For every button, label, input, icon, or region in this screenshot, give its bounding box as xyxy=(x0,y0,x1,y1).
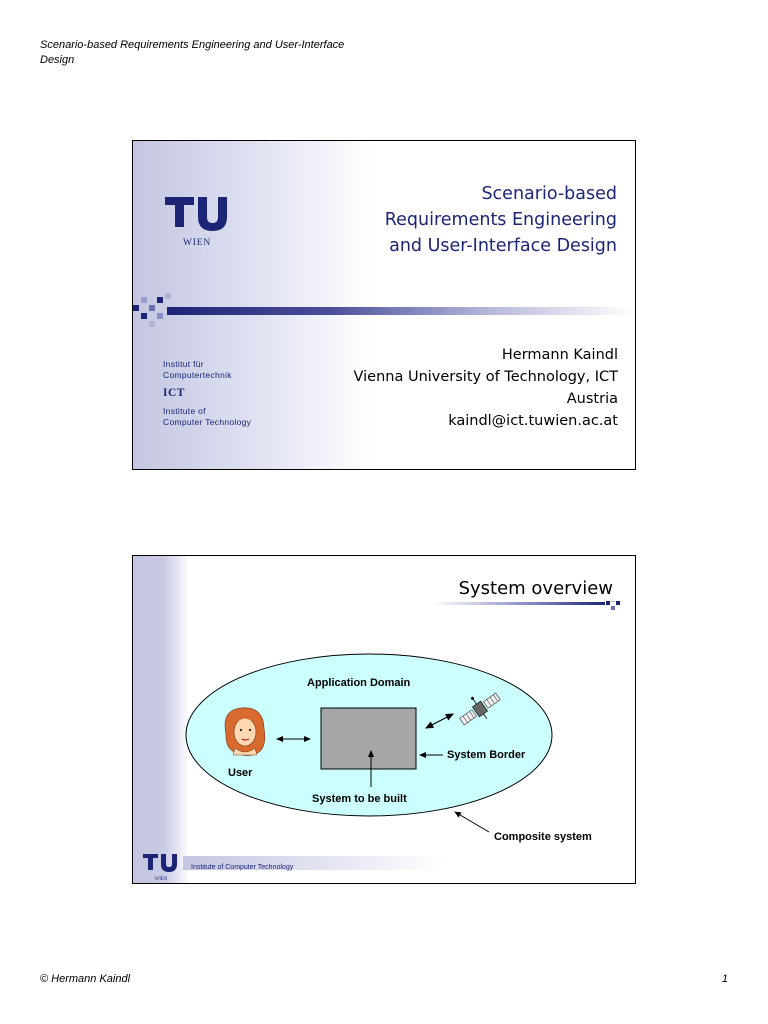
institute-block: Institut für Computertechnik ICT Institu… xyxy=(163,359,313,428)
author-block: Hermann Kaindl Vienna University of Tech… xyxy=(298,344,618,432)
application-domain-label: Application Domain xyxy=(307,677,411,689)
system-to-be-built-label: System to be built xyxy=(312,793,407,805)
pixel-squares-decoration xyxy=(133,293,635,327)
system-box xyxy=(320,707,417,770)
author-affiliation: Vienna University of Technology, ICT xyxy=(353,369,618,385)
footer-institute-text: Institute of Computer Technology xyxy=(191,864,294,871)
footer-bar xyxy=(183,856,443,870)
woman-face-icon xyxy=(224,707,266,756)
composite-system-arrow xyxy=(454,811,490,833)
svg-text:WIEN: WIEN xyxy=(183,238,211,248)
author-country: Austria xyxy=(566,391,618,407)
author-name: Hermann Kaindl xyxy=(501,347,618,363)
satellite-icon xyxy=(459,692,501,726)
author-email: kaindl@ict.tuwien.ac.at xyxy=(448,413,618,429)
title-line: and User-Interface Design xyxy=(389,236,617,256)
title-underline-decoration xyxy=(433,601,620,610)
institute-line: Institute of xyxy=(163,406,206,416)
svg-text:WIEN: WIEN xyxy=(154,877,167,882)
title-line: Requirements Engineering xyxy=(384,210,617,230)
slide-title-text: System overview xyxy=(458,578,613,599)
page-footer-copyright: © Hermann Kaindl xyxy=(40,973,131,985)
title-line: Scenario-based xyxy=(481,184,617,204)
satellite-system-arrow xyxy=(424,713,455,729)
composite-system-label: Composite system xyxy=(494,831,592,843)
system-border-label: System Border xyxy=(447,749,526,761)
tu-wien-logo: WIEN xyxy=(143,854,177,882)
page-number: 1 xyxy=(721,973,728,985)
institute-abbr: ICT xyxy=(163,387,185,399)
institute-line: Computer Technology xyxy=(163,417,252,427)
institute-line: Computertechnik xyxy=(163,370,232,380)
tu-wien-logo: WIEN xyxy=(165,197,227,248)
slide-gradient-background xyxy=(133,141,373,469)
slide-system-overview: System overview xyxy=(132,555,636,884)
page-header: Scenario-based Requirements Engineering … xyxy=(40,39,345,66)
slide-title: WIEN Scenario-based Requirements Enginee… xyxy=(132,140,636,470)
slide-title-text: Scenario-based Requirements Engineering … xyxy=(297,181,617,259)
institute-line: Institut für xyxy=(163,359,204,369)
user-label: User xyxy=(228,767,253,779)
slide-left-bar xyxy=(133,556,189,883)
system-diagram xyxy=(185,653,553,833)
